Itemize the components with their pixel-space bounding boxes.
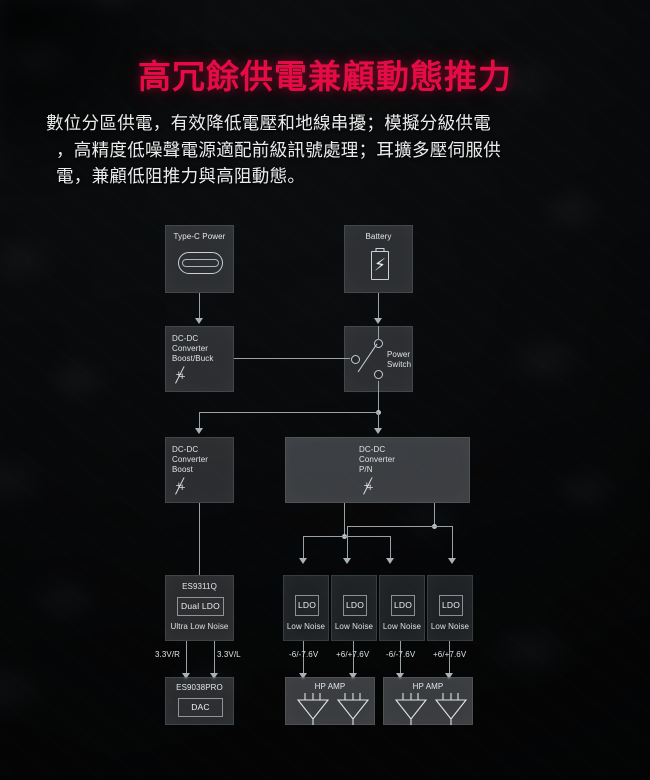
node-ldo-1: LDO Low Noise — [283, 575, 329, 641]
node-power-switch-line1: Power — [387, 350, 411, 359]
rail-wire-1 — [186, 641, 187, 677]
rail-label-1: 3.3V/R — [155, 650, 181, 659]
arrow-ldo2 — [343, 558, 351, 564]
node-dcdc-boost-line1: DC-DC — [172, 445, 199, 454]
description-line-2: ，高精度低噪聲電源適配前級訊號處理；耳擴多壓伺服供 — [56, 139, 501, 160]
node-battery: Battery ⚡ — [344, 225, 413, 293]
node-es9038pro: ES9038PRO DAC — [165, 677, 234, 725]
rail-wire-2 — [214, 641, 215, 677]
rail-arrow-1 — [182, 673, 190, 679]
arrow-typec — [195, 318, 203, 324]
arrow-ldo4 — [448, 558, 456, 564]
node-es9311q: ES9311Q Dual LDO Ultra Low Noise — [165, 575, 234, 641]
chip-dual-ldo: Dual LDO — [177, 597, 224, 616]
node-es9038pro-label: ES9038PRO — [176, 683, 223, 692]
wire-battery-down — [378, 293, 379, 321]
wire-to-ldo2 — [347, 526, 348, 560]
node-hp-amp-2: HP AMP — [383, 677, 473, 725]
rail-wire-3 — [303, 641, 304, 677]
node-dcdc-pn-line1: DC-DC — [359, 445, 386, 454]
node-dcdc-boost-buck-line2: Converter — [172, 344, 209, 353]
rail-arrow-3 — [299, 673, 307, 679]
node-ldo-3-caption: Low Noise — [382, 622, 422, 631]
wire-switch-top — [378, 326, 379, 340]
rail-label-5: -6/-7.6V — [386, 650, 416, 659]
chip-ldo-2: LDO — [343, 595, 367, 616]
node-battery-label: Battery — [365, 232, 392, 241]
wire-to-ldo3 — [390, 536, 391, 560]
node-dcdc-boost-buck-line3: Boost/Buck — [172, 354, 214, 363]
arrow-ldo3 — [386, 558, 394, 564]
node-hp-amp-1-label: HP AMP — [314, 682, 346, 691]
wire-pn-drop-right — [434, 503, 435, 526]
node-dcdc-boost-buck: DC-DC Converter Boost/Buck ++ — [165, 326, 234, 392]
chip-dac: DAC — [178, 698, 223, 717]
node-ldo-4-caption: Low Noise — [430, 622, 470, 631]
rail-label-4: +6/+7.6V — [336, 650, 370, 659]
wire-pn-drop-left — [344, 503, 345, 536]
rail-wire-5 — [400, 641, 401, 677]
node-dcdc-boost-buck-line1: DC-DC — [172, 334, 199, 343]
rail-arrow-4 — [349, 673, 357, 679]
rail-arrow-2 — [210, 673, 218, 679]
description-line-3: 電，兼顧低阻推力與高阻動態。 — [56, 166, 306, 186]
node-ldo-3: LDO Low Noise — [379, 575, 425, 641]
node-ldo-1-caption: Low Noise — [286, 622, 326, 631]
wire-bus-to-boost — [199, 412, 200, 431]
rail-label-6: +6/+7.6V — [433, 650, 467, 659]
node-power-switch-line2: Switch — [387, 360, 412, 369]
node-es9311q-label: ES9311Q — [182, 582, 217, 591]
rail-label-3: -6/-7.6V — [289, 650, 319, 659]
page-title: 高冗餘供電兼顧動態推力 — [138, 58, 512, 95]
wire-to-ldo1 — [303, 536, 304, 560]
node-ldo-4: LDO Low Noise — [427, 575, 473, 641]
rail-arrow-6 — [445, 673, 453, 679]
rail-wire-4 — [353, 641, 354, 677]
node-dcdc-boost-line2: Converter — [172, 455, 209, 464]
rail-wire-6 — [449, 641, 450, 677]
node-hp-amp-1: HP AMP — [285, 677, 375, 725]
node-type-c-power-label: Type-C Power — [173, 232, 226, 241]
node-dcdc-boost: DC-DC Converter Boost ++ — [165, 437, 234, 503]
node-dcdc-pn-line2: Converter — [359, 455, 396, 464]
arrow-dcdc-boost — [195, 428, 203, 434]
description-line-1: 數位分區供電，有效降低電壓和地線串擾；模擬分級供電 — [46, 113, 491, 133]
chip-ldo-1: LDO — [295, 595, 319, 616]
node-es9311q-caption: Ultra Low Noise — [170, 622, 229, 631]
rail-arrow-5 — [396, 673, 404, 679]
wire-bus-ldo24 — [347, 526, 452, 527]
node-type-c-power: Type-C Power — [165, 225, 234, 293]
node-ldo-2-caption: Low Noise — [334, 622, 374, 631]
page-description: 數位分區供電，有效降低電壓和地線串擾；模擬分級供電 ，高精度低噪聲電源適配前級訊… — [46, 110, 606, 190]
chip-ldo-3: LDO — [391, 595, 415, 616]
chip-ldo-4: LDO — [439, 595, 463, 616]
battery-lightning-icon: ⚡ — [371, 248, 389, 280]
usb-type-c-connector-icon — [178, 252, 223, 274]
wire-boostbuck-to-switch — [234, 358, 350, 359]
arrow-battery — [374, 318, 382, 324]
node-dcdc-pn-line3: P/N — [359, 465, 373, 474]
arrow-ldo1 — [299, 558, 307, 564]
wire-typec-down — [199, 293, 200, 321]
node-ldo-2: LDO Low Noise — [331, 575, 377, 641]
wire-boost-to-es9311q — [199, 503, 200, 575]
node-dcdc-pn: DC-DC Converter P/N ++- — [285, 437, 470, 503]
arrow-dcdc-pn — [374, 428, 382, 434]
node-dcdc-boost-line3: Boost — [172, 465, 193, 474]
wire-to-ldo4 — [452, 526, 453, 560]
background-corner-shadow — [0, 0, 210, 200]
rail-label-2: 3.3V/L — [217, 650, 241, 659]
node-hp-amp-2-label: HP AMP — [412, 682, 444, 691]
wire-bus-row3 — [199, 412, 379, 413]
wire-bus-to-pn — [378, 412, 379, 431]
wire-switch-out — [378, 381, 379, 412]
